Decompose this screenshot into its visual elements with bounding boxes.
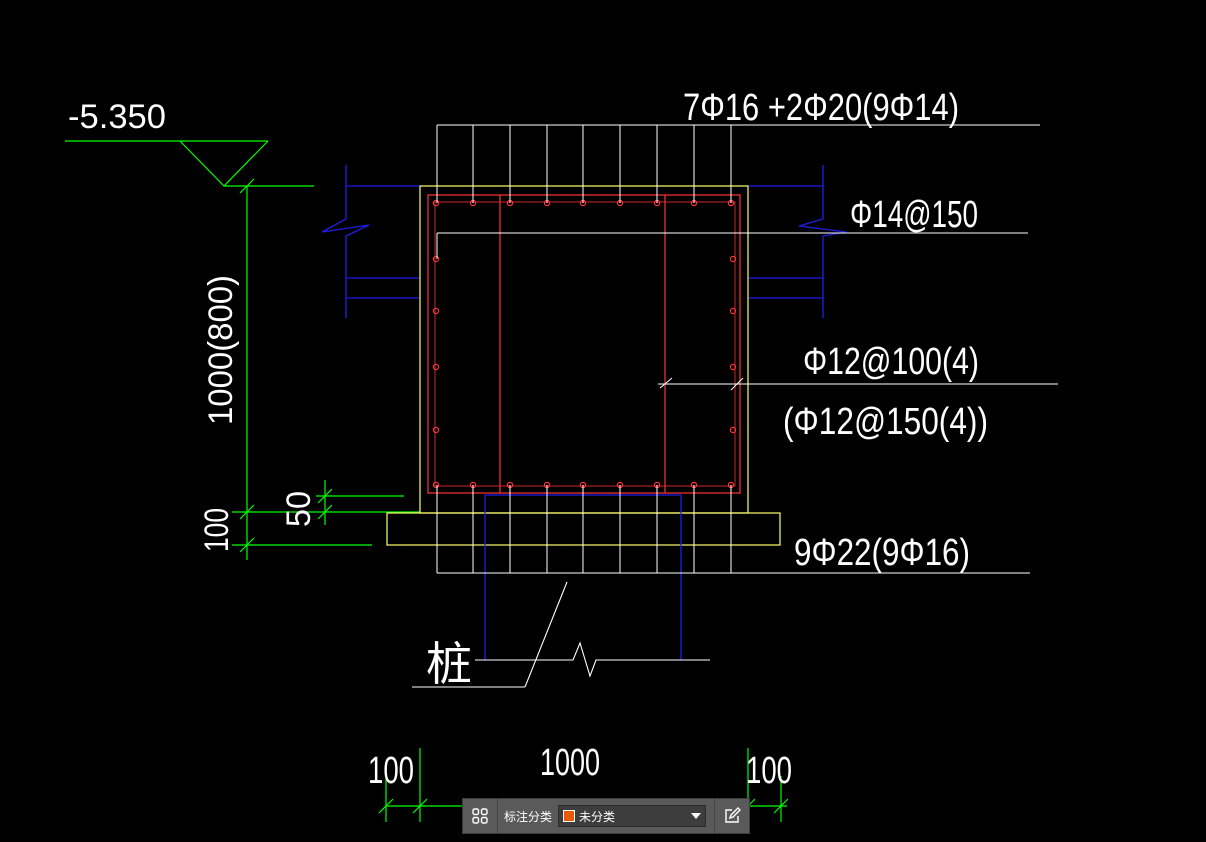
cover-dim-label: 50 [280,491,318,527]
category-color-swatch [563,810,576,822]
width-main-label: 1000 [540,742,600,784]
width-left-label: 100 [368,750,414,792]
leader-lines [436,124,1058,574]
chevron-down-icon [691,813,702,819]
bed-dim-label: 100 [198,508,236,552]
height-dim-label: 1000(800) [202,275,240,425]
slab-lines [321,165,847,318]
bottom-bars-label: 9Φ22(9Φ16) [794,532,970,574]
side-bars-label: Φ14@150 [850,194,978,236]
stirrups-label: Φ12@100(4) [803,341,979,383]
elevation-marker [65,140,314,187]
category-select[interactable]: 未分类 [558,805,707,827]
stirrups-alt-label: (Φ12@150(4)) [783,401,988,443]
annotation-toolbar: 标注分类 未分类 [462,798,750,834]
rebar-dots [432,199,737,489]
height-dimension [232,178,420,560]
elevation-label: -5.350 [68,98,166,136]
rebar-cage [427,194,741,494]
pile-label: 桩 [426,638,472,690]
category-value: 未分类 [579,809,616,824]
edit-icon[interactable] [714,799,749,833]
width-right-label: 100 [746,750,792,792]
top-bars-label: 7Φ16 +2Φ20(9Φ14) [683,87,959,129]
grid-icon[interactable] [463,799,498,833]
category-label: 标注分类 [504,809,553,824]
pile-break-line [412,581,710,688]
